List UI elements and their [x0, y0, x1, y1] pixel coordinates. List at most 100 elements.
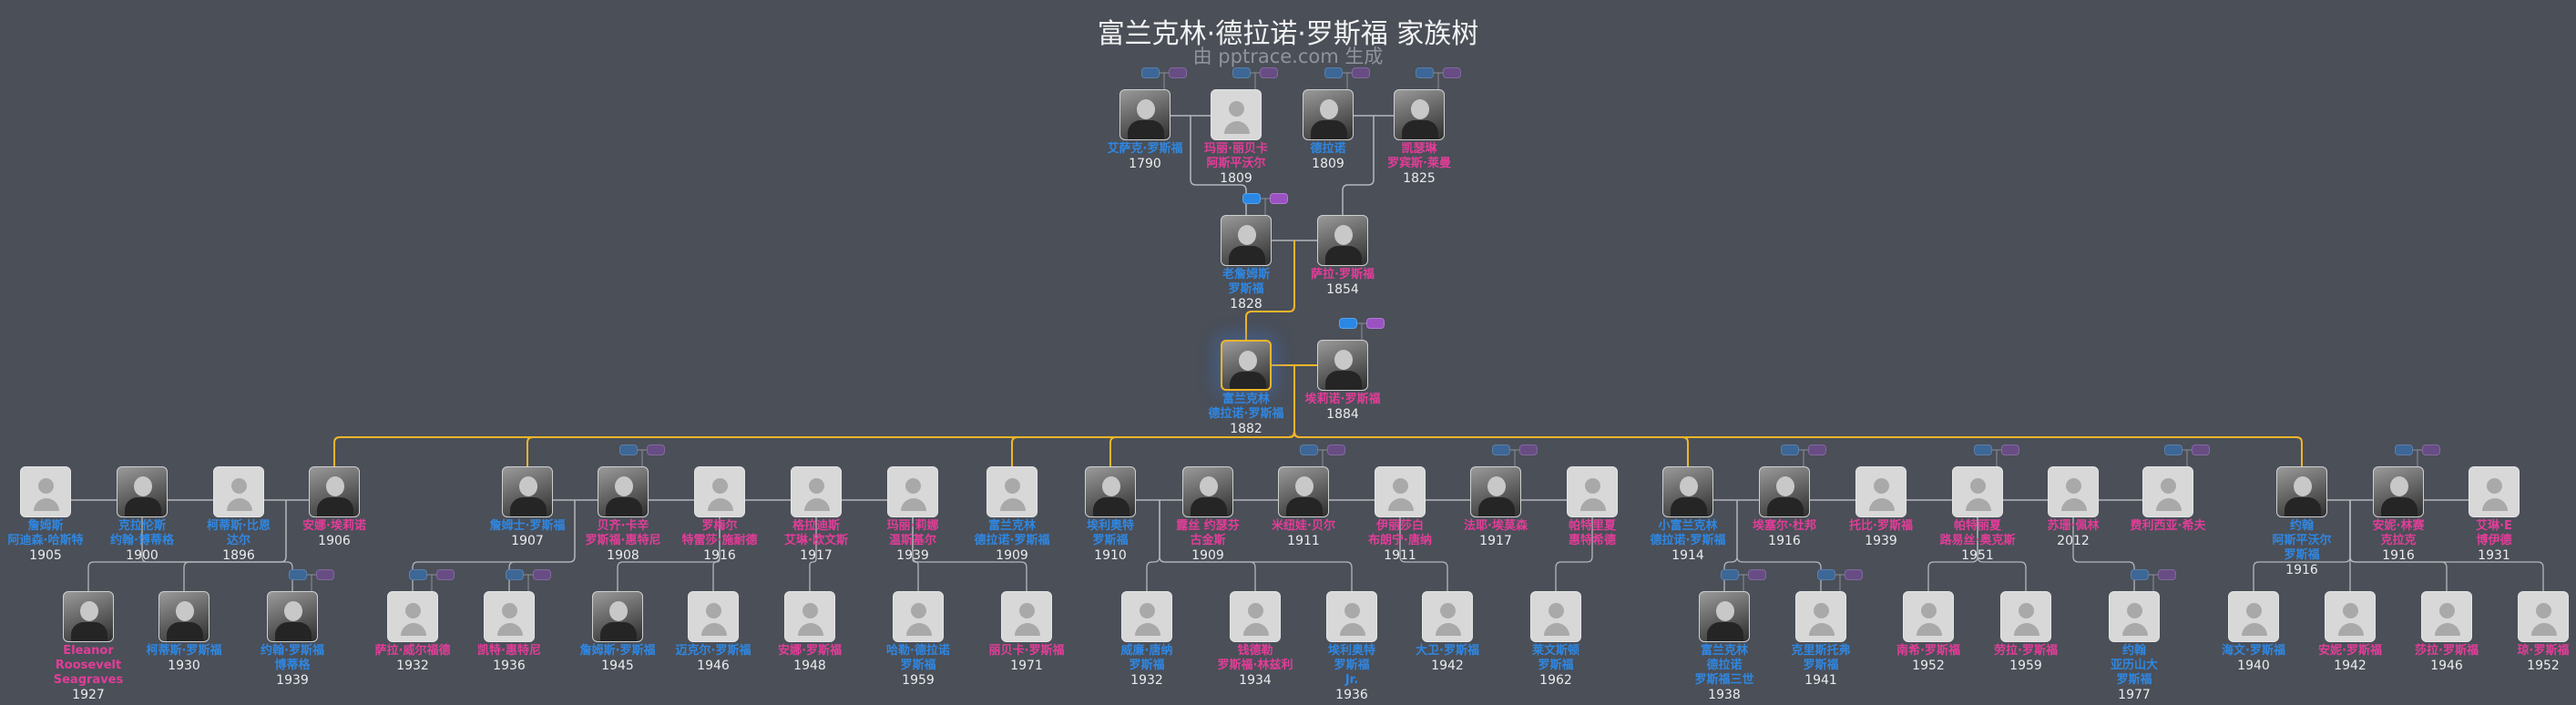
parents-mother-button[interactable]: [1845, 569, 1863, 580]
person-card[interactable]: [1470, 466, 1521, 517]
parents-father-button[interactable]: [289, 569, 307, 580]
parents-father-button[interactable]: [2131, 569, 2149, 580]
parents-father-button[interactable]: [1416, 67, 1434, 78]
parents-father-button[interactable]: [1141, 67, 1160, 78]
person-card[interactable]: [1662, 466, 1713, 517]
person-card[interactable]: [1221, 215, 1272, 266]
person-card[interactable]: [986, 466, 1038, 517]
person-card[interactable]: [791, 466, 842, 517]
parents-father-button[interactable]: [1721, 569, 1739, 580]
parents-mother-button[interactable]: [2422, 444, 2440, 455]
person-card[interactable]: [2276, 466, 2327, 517]
person-card[interactable]: [592, 591, 643, 642]
parents-mother-button[interactable]: [1352, 67, 1370, 78]
person-card[interactable]: [213, 466, 264, 517]
person-card[interactable]: [1278, 466, 1329, 517]
parents-father-button[interactable]: [1781, 444, 1799, 455]
person-card[interactable]: [2142, 466, 2193, 517]
parents-mother-button[interactable]: [2001, 444, 2019, 455]
parents-father-button[interactable]: [1817, 569, 1835, 580]
person-card[interactable]: [598, 466, 649, 517]
person-card[interactable]: [1855, 466, 1906, 517]
person-card[interactable]: [688, 591, 739, 642]
person-card[interactable]: [484, 591, 535, 642]
person-card[interactable]: [309, 466, 360, 517]
parents-father-button[interactable]: [409, 569, 427, 580]
parents-mother-button[interactable]: [1808, 444, 1826, 455]
parents-mother-button[interactable]: [436, 569, 455, 580]
parents-mother-button[interactable]: [1366, 318, 1385, 329]
parents-mother-button[interactable]: [1443, 67, 1461, 78]
person-card[interactable]: [1394, 89, 1445, 140]
person-card[interactable]: [1303, 89, 1354, 140]
parents-father-button[interactable]: [1232, 67, 1251, 78]
person-card[interactable]: [1085, 466, 1136, 517]
person-card[interactable]: [887, 466, 938, 517]
parents-father-button[interactable]: [506, 569, 524, 580]
person-card[interactable]: [2325, 591, 2376, 642]
person-card[interactable]: [1001, 591, 1052, 642]
person-card[interactable]: [1119, 89, 1170, 140]
person-card[interactable]: [1317, 215, 1368, 266]
person-card[interactable]: [893, 591, 944, 642]
person-card[interactable]: [1230, 591, 1281, 642]
parents-mother-button[interactable]: [2192, 444, 2210, 455]
person-name: 迈克尔·罗斯福: [675, 644, 751, 658]
person-card[interactable]: [784, 591, 835, 642]
person-card[interactable]: [117, 466, 168, 517]
parents-mother-button[interactable]: [1169, 67, 1187, 78]
parents-father-button[interactable]: [1300, 444, 1318, 455]
parents-father-button[interactable]: [1242, 193, 1261, 204]
person-card[interactable]: [1567, 466, 1618, 517]
person-card[interactable]: [2228, 591, 2279, 642]
person-card[interactable]: [20, 466, 71, 517]
person-card[interactable]: [1903, 591, 1954, 642]
person-card[interactable]: [267, 591, 318, 642]
parents-mother-button[interactable]: [1519, 444, 1538, 455]
parents-mother-button[interactable]: [1327, 444, 1345, 455]
person-card[interactable]: [2373, 466, 2424, 517]
person-card[interactable]: [1211, 89, 1262, 140]
parents-mother-button[interactable]: [647, 444, 665, 455]
person-card[interactable]: [2109, 591, 2160, 642]
parents-father-button[interactable]: [2395, 444, 2413, 455]
person-card[interactable]: [1952, 466, 2003, 517]
person-card[interactable]: [387, 591, 438, 642]
parents-mother-button[interactable]: [1270, 193, 1288, 204]
person-card[interactable]: [158, 591, 210, 642]
person-name: 富兰克林: [1700, 644, 1748, 658]
parents-father-button[interactable]: [2164, 444, 2182, 455]
parents-father-button[interactable]: [619, 444, 638, 455]
parents-mother-button[interactable]: [533, 569, 551, 580]
person-card[interactable]: [2000, 591, 2051, 642]
parents-father-button[interactable]: [1339, 318, 1357, 329]
person-card[interactable]: [1530, 591, 1581, 642]
person-card[interactable]: [2048, 466, 2099, 517]
person-card[interactable]: [694, 466, 745, 517]
person-card[interactable]: [2469, 466, 2520, 517]
person-card[interactable]: [1326, 591, 1377, 642]
person-card[interactable]: [1375, 466, 1426, 517]
parents-father-button[interactable]: [1974, 444, 1992, 455]
badge-connector: [1160, 72, 1169, 89]
avatar-body: [510, 497, 547, 516]
person-card[interactable]: [1759, 466, 1810, 517]
parents-mother-button[interactable]: [2158, 569, 2176, 580]
person-card[interactable]: [1121, 591, 1172, 642]
person-card[interactable]: [1317, 340, 1368, 391]
parents-father-button[interactable]: [1492, 444, 1510, 455]
person-card[interactable]: [502, 466, 553, 517]
person-card[interactable]: [1422, 591, 1473, 642]
parents-mother-button[interactable]: [1260, 67, 1278, 78]
person-card[interactable]: [1795, 591, 1846, 642]
parents-father-button[interactable]: [1324, 67, 1343, 78]
person-card[interactable]: [2421, 591, 2472, 642]
focus-person-card[interactable]: [1221, 340, 1272, 391]
person-card[interactable]: [63, 591, 114, 642]
person-card[interactable]: [1182, 466, 1233, 517]
parents-mother-button[interactable]: [316, 569, 334, 580]
person-card[interactable]: [1699, 591, 1750, 642]
person-card[interactable]: [2518, 591, 2569, 642]
avatar-head: [2161, 478, 2176, 494]
parents-mother-button[interactable]: [1748, 569, 1766, 580]
